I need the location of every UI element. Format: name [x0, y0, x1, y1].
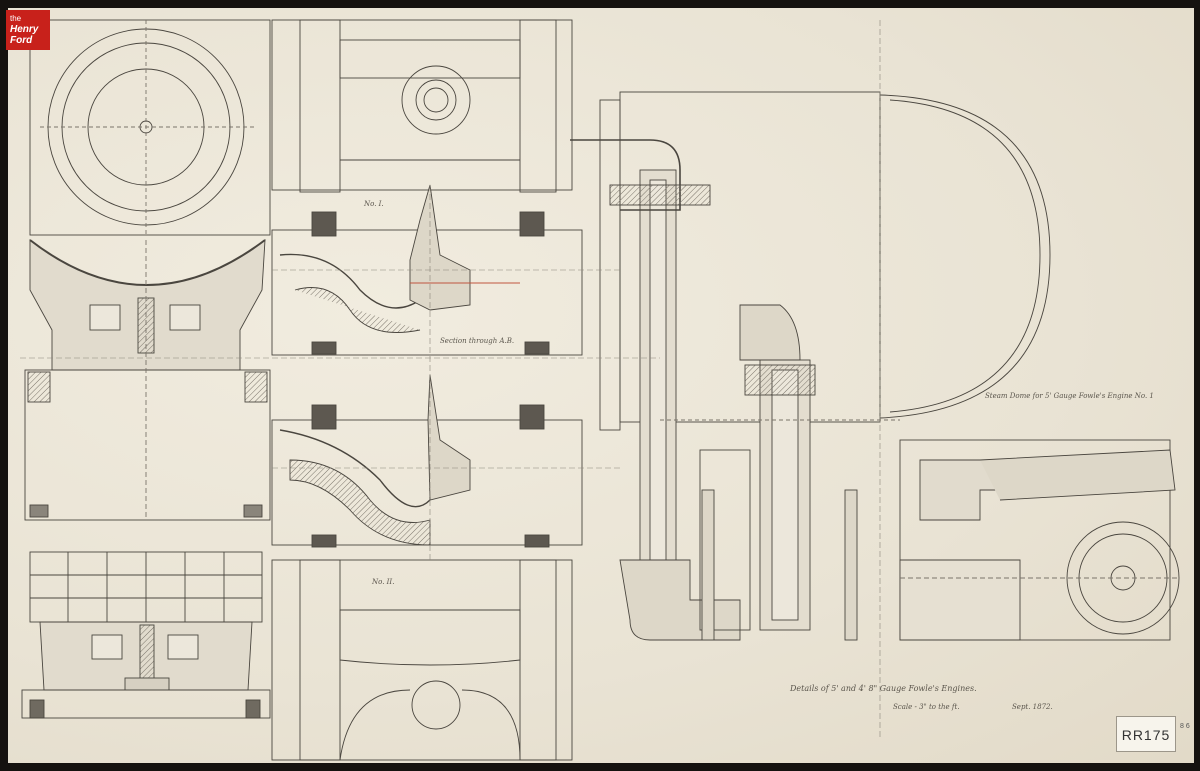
label-no2: No. II. [372, 578, 395, 586]
steam-dome-section [570, 91, 1051, 641]
logo-line-2: Henry [10, 24, 39, 35]
wheel-plan-view [29, 19, 271, 236]
logo-line-1: the [10, 14, 22, 23]
section-no1 [271, 184, 583, 356]
axle-box-view-bottom [271, 559, 573, 761]
axle-box-view-top [271, 19, 573, 193]
catalog-side-number: 8 6 [1180, 723, 1190, 730]
cradle-section [24, 239, 271, 521]
side-note: Steam Dome for 5' Gauge Fowle's Engine N… [985, 392, 1154, 400]
drawing-title: Details of 5' and 4' 8" Gauge Fowle's En… [790, 684, 977, 693]
bearing-plan [21, 551, 271, 719]
logo-line-3: Ford [10, 35, 33, 46]
engine-side-view [899, 439, 1180, 641]
drawing-scale: Scale - 3" to the ft. [893, 703, 960, 711]
catalog-stamp: RR175 [1116, 716, 1176, 752]
drawing-date: Sept. 1872. [1012, 703, 1053, 711]
henry-ford-logo: the Henry Ford [6, 10, 50, 50]
label-section: Section through A.B. [440, 337, 515, 345]
label-no1: No. I. [364, 200, 384, 208]
section-no2 [271, 374, 583, 548]
